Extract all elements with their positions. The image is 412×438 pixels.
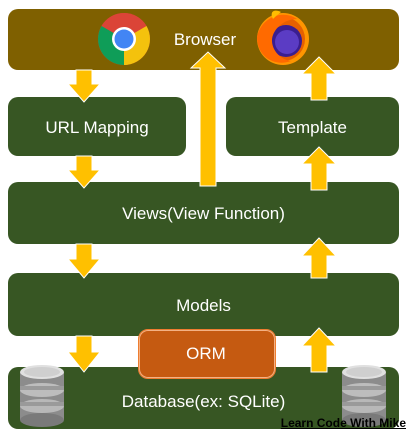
orm-box: [138, 329, 276, 379]
watermark: Learn Code With Mike: [280, 416, 406, 430]
arrow-models-to-database: [66, 335, 102, 373]
arrow-models-to-views: [300, 237, 338, 279]
browser-label: Browser: [173, 30, 237, 49]
template-label: Template: [278, 118, 347, 137]
arrow-views-to-models: [66, 243, 102, 279]
chrome-icon: [98, 13, 150, 65]
arrow-url-to-views: [66, 155, 102, 189]
database-icon-left: [20, 365, 64, 427]
models-box: [8, 273, 399, 336]
views-box: [8, 182, 399, 244]
database-icon-right: [342, 365, 386, 427]
firefox-icon: [257, 10, 309, 65]
arrow-browser-to-url: [66, 69, 102, 103]
database-label: Database(ex: SQLite): [121, 392, 286, 411]
models-label: Models: [176, 296, 231, 315]
orm-label: ORM: [186, 344, 226, 363]
arrow-views-to-template: [300, 146, 338, 191]
url-mapping-box: [8, 97, 186, 156]
arrow-database-to-models: [300, 327, 338, 373]
url-mapping-label: URL Mapping: [45, 118, 149, 137]
arrow-views-to-browser: [189, 51, 227, 187]
views-label: Views(View Function): [122, 204, 285, 223]
template-box: [226, 97, 399, 156]
arrow-template-to-browser: [300, 56, 338, 101]
